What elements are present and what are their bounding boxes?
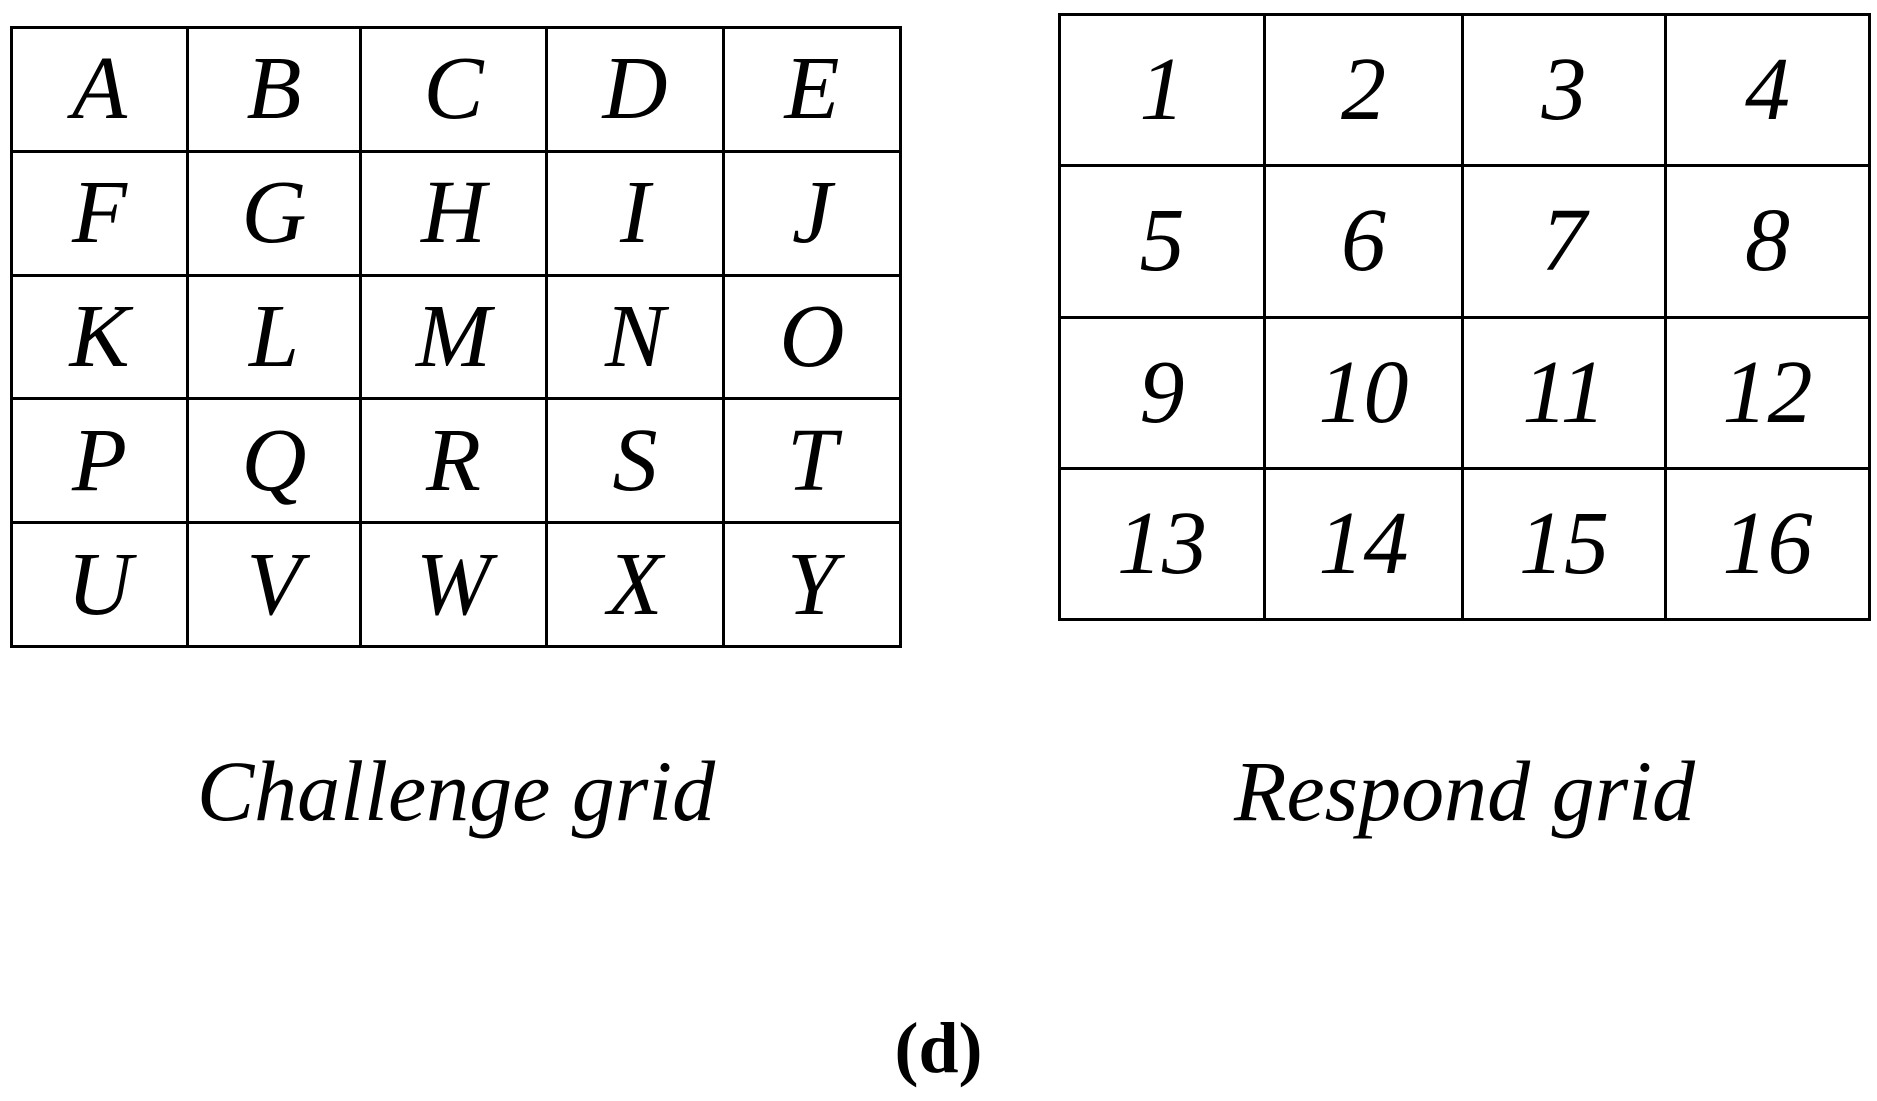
- challenge-cell-b: B: [189, 29, 362, 153]
- challenge-cell-w: W: [362, 524, 548, 648]
- challenge-cell-l: L: [189, 276, 362, 401]
- panel-label: (d): [894, 1008, 983, 1088]
- challenge-cell-v: V: [189, 524, 362, 648]
- challenge-cell-u: U: [13, 524, 189, 648]
- challenge-cell-k: K: [13, 276, 189, 401]
- challenge-cell-d: D: [548, 29, 725, 153]
- challenge-cell-g: G: [189, 152, 362, 277]
- respond-cell-3: 3: [1464, 16, 1667, 168]
- challenge-cell-i: I: [548, 152, 725, 277]
- respond-cell-11: 11: [1464, 318, 1667, 470]
- respond-cell-6: 6: [1266, 167, 1464, 319]
- challenge-cell-r: R: [362, 400, 548, 525]
- respond-cell-13: 13: [1061, 469, 1266, 621]
- respond-cell-7: 7: [1464, 167, 1667, 319]
- respond-cell-14: 14: [1266, 469, 1464, 621]
- respond-grid-caption: Respond grid: [1233, 743, 1696, 839]
- challenge-cell-e: E: [725, 29, 902, 153]
- challenge-cell-n: N: [548, 276, 725, 401]
- challenge-grid: A B C D E F G H I J K L M N O P Q R S T …: [10, 26, 902, 648]
- challenge-cell-j: J: [725, 152, 902, 277]
- respond-cell-16: 16: [1667, 469, 1871, 621]
- respond-cell-9: 9: [1061, 318, 1266, 470]
- challenge-cell-q: Q: [189, 400, 362, 525]
- respond-cell-2: 2: [1266, 16, 1464, 168]
- challenge-cell-t: T: [725, 400, 902, 525]
- challenge-cell-o: O: [725, 276, 902, 401]
- challenge-cell-y: Y: [725, 524, 902, 648]
- challenge-cell-c: C: [362, 29, 548, 153]
- challenge-cell-a: A: [13, 29, 189, 153]
- challenge-cell-x: X: [548, 524, 725, 648]
- challenge-cell-p: P: [13, 400, 189, 525]
- respond-grid: 1 2 3 4 5 6 7 8 9 10 11 12 13 14 15 16: [1058, 13, 1871, 621]
- respond-cell-12: 12: [1667, 318, 1871, 470]
- respond-cell-15: 15: [1464, 469, 1667, 621]
- challenge-cell-h: H: [362, 152, 548, 277]
- respond-cell-5: 5: [1061, 167, 1266, 319]
- respond-cell-1: 1: [1061, 16, 1266, 168]
- respond-cell-4: 4: [1667, 16, 1871, 168]
- challenge-cell-m: M: [362, 276, 548, 401]
- respond-cell-8: 8: [1667, 167, 1871, 319]
- challenge-cell-s: S: [548, 400, 725, 525]
- challenge-cell-f: F: [13, 152, 189, 277]
- respond-cell-10: 10: [1266, 318, 1464, 470]
- challenge-grid-caption: Challenge grid: [196, 743, 716, 839]
